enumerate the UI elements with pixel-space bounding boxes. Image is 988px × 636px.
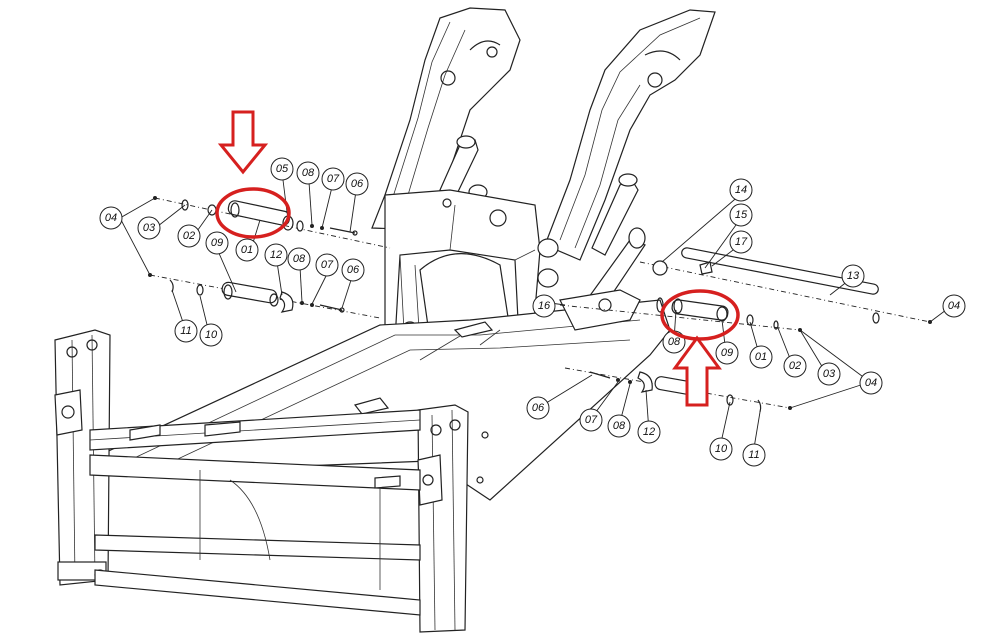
subframe-beam: [97, 289, 671, 501]
callout-01: 01: [235, 238, 259, 262]
callout-04: 04: [99, 206, 123, 230]
svg-text:08: 08: [613, 420, 626, 432]
callout-09: 09: [715, 341, 739, 365]
svg-text:08: 08: [293, 253, 306, 265]
svg-text:04: 04: [865, 377, 877, 389]
callout-02: 02: [783, 354, 807, 378]
callout-06: 06: [526, 396, 550, 420]
callout-09: 09: [205, 231, 229, 255]
svg-text:07: 07: [585, 414, 598, 426]
up-arrow-icon: [672, 335, 722, 407]
svg-text:06: 06: [532, 402, 545, 414]
svg-text:08: 08: [668, 336, 681, 348]
callout-labels: 04 03 02 01 05 08 07 06 09 12 08 07 06 1…: [99, 157, 966, 467]
svg-text:04: 04: [948, 300, 960, 312]
callout-03: 03: [137, 216, 161, 240]
svg-text:07: 07: [321, 259, 334, 271]
highlight-markup: [215, 110, 740, 407]
down-arrow-icon: [217, 110, 269, 175]
svg-text:14: 14: [735, 184, 747, 196]
callout-04: 04: [859, 371, 883, 395]
callout-11: 11: [174, 319, 198, 343]
svg-text:02: 02: [183, 230, 195, 242]
svg-text:10: 10: [205, 329, 218, 341]
svg-text:17: 17: [735, 236, 748, 248]
right-upper-pin-stack: [559, 247, 932, 332]
svg-text:07: 07: [327, 173, 340, 185]
callout-03: 03: [817, 362, 841, 386]
callout-07: 07: [579, 408, 603, 432]
svg-text:01: 01: [755, 351, 767, 363]
carrier-frame: [54, 329, 469, 633]
callout-15: 15: [729, 203, 753, 227]
callout-16: 16: [532, 294, 556, 318]
svg-text:02: 02: [789, 360, 801, 372]
callout-12: 12: [264, 243, 288, 267]
svg-text:06: 06: [351, 178, 364, 190]
callout-02: 02: [177, 224, 201, 248]
callout-08: 08: [287, 247, 311, 271]
callout-11: 11: [742, 443, 766, 467]
left-lower-pin-stack: [148, 273, 381, 319]
svg-text:10: 10: [715, 443, 728, 455]
svg-text:15: 15: [735, 209, 748, 221]
callout-10: 10: [199, 323, 223, 347]
callout-05: 05: [270, 157, 294, 181]
callout-10: 10: [709, 437, 733, 461]
svg-text:08: 08: [302, 167, 315, 179]
svg-text:04: 04: [105, 212, 117, 224]
svg-text:05: 05: [276, 163, 289, 175]
callout-01: 01: [749, 345, 773, 369]
highlight-ellipse-left: [215, 187, 291, 239]
callout-07: 07: [315, 253, 339, 277]
svg-text:09: 09: [211, 237, 223, 249]
callout-06: 06: [341, 258, 365, 282]
svg-text:11: 11: [748, 449, 759, 461]
svg-text:11: 11: [180, 325, 191, 337]
callout-08: 08: [296, 161, 320, 185]
callout-14: 14: [729, 178, 753, 202]
svg-text:06: 06: [347, 264, 360, 276]
callout-04: 04: [942, 294, 966, 318]
callout-12: 12: [637, 420, 661, 444]
svg-text:09: 09: [721, 347, 733, 359]
callout-13: 13: [841, 264, 865, 288]
highlight-ellipse-right: [660, 289, 740, 341]
callout-08: 08: [607, 414, 631, 438]
svg-text:13: 13: [847, 270, 860, 282]
svg-text:12: 12: [270, 249, 282, 261]
svg-text:12: 12: [643, 426, 655, 438]
callout-06: 06: [345, 172, 369, 196]
callout-17: 17: [729, 230, 753, 254]
callout-07: 07: [321, 167, 345, 191]
svg-text:16: 16: [538, 300, 551, 312]
svg-text:03: 03: [823, 368, 836, 380]
svg-text:01: 01: [241, 244, 253, 256]
svg-text:03: 03: [143, 222, 156, 234]
